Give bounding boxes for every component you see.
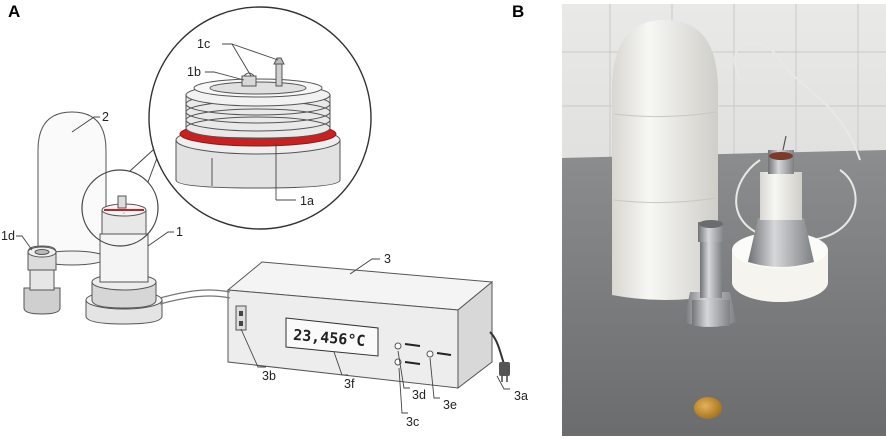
label-1c: 1c (197, 37, 210, 51)
label-1a: 1a (300, 194, 314, 208)
label-3d: 3d (412, 388, 426, 402)
small-fitting-drawing (24, 246, 60, 314)
label-3b: 3b (262, 369, 276, 383)
label-1: 1 (176, 225, 183, 239)
label-3a: 3a (514, 389, 528, 403)
detail-zoom-view (130, 7, 371, 229)
label-1b: 1b (187, 65, 201, 79)
power-plug-drawing (499, 362, 510, 382)
photo (562, 4, 886, 436)
panel-label-a: A (8, 2, 20, 21)
label-3e: 3e (443, 398, 457, 412)
label-2: 2 (102, 110, 109, 124)
panel-label-b: B (512, 2, 524, 21)
label-3f: 3f (344, 377, 355, 391)
dome-cover-drawing (38, 112, 106, 265)
label-3: 3 (384, 252, 391, 266)
label-3c: 3c (406, 415, 419, 429)
coin (694, 397, 722, 419)
label-1d: 1d (1, 229, 15, 243)
